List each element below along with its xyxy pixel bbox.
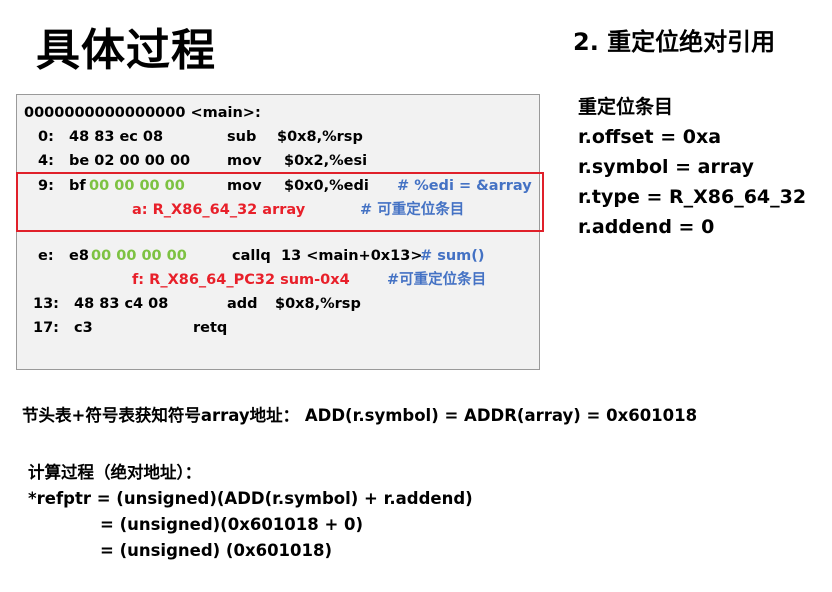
disassembly-box: 0000000000000000 <main>: 0: 48 83 ec 08 … [16,94,540,370]
page-title: 具体过程 [36,25,216,76]
calc-line: = (unsigned) (0x601018) [100,541,333,560]
symbol-address-line: 节头表+符号表获知符号array地址： ADD(r.symbol) = ADDR… [22,406,698,425]
code-op: sub [227,129,257,145]
code-op: mov [227,153,262,169]
reloc-highlight-box [16,172,544,232]
code-args: $0x8,%rsp [277,129,363,145]
code-args: $0x8,%rsp [275,296,361,312]
calc-heading: 计算过程（绝对地址）： [28,463,202,482]
code-addr: 9: [38,178,54,194]
reloc-entry-panel: 重定位条目 r.offset = 0xa r.symbol = array r.… [578,92,806,242]
code-addr: e: [38,248,54,264]
calc-line: *refptr = (unsigned)(ADD(r.symbol) + r.a… [28,489,473,508]
reloc-entry-text: a: R_X86_64_32 array [132,202,306,218]
code-args: $0x2,%esi [284,153,368,169]
code-bytes-prefix: bf [69,178,86,194]
code-bytes: c3 [74,320,93,336]
code-args: $0x0,%edi [284,178,369,194]
code-op: add [227,296,258,312]
code-zero-bytes: 00 00 00 00 [91,248,187,264]
code-bytes-prefix: e8 [69,248,89,264]
calculation-block: 计算过程（绝对地址）： *refptr = (unsigned)(ADD(r.s… [28,460,473,564]
reloc-entry-heading: 重定位条目 [578,96,674,118]
code-addr: 0: [38,129,54,145]
code-bytes: 48 83 c4 08 [74,296,169,312]
reloc-comment: # 可重定位条目 [360,202,465,218]
code-comment: # %edi = &array [397,178,532,194]
code-addr: 17: [33,320,59,336]
reloc-comment: #可重定位条目 [387,272,487,288]
reloc-entry-text: f: R_X86_64_PC32 sum-0x4 [132,272,350,288]
section-subtitle: 2. 重定位绝对引用 [573,28,776,56]
reloc-symbol: r.symbol = array [578,156,754,178]
reloc-addend: r.addend = 0 [578,216,715,238]
reloc-type: r.type = R_X86_64_32 [578,186,807,208]
code-addr: 4: [38,153,54,169]
code-header: 0000000000000000 <main>: [24,105,261,121]
code-op: callq [232,248,271,264]
code-zero-bytes: 00 00 00 00 [89,178,185,194]
code-args: 13 <main+0x13> [281,248,423,264]
reloc-offset: r.offset = 0xa [578,126,722,148]
code-addr: 13: [33,296,59,312]
code-bytes: be 02 00 00 00 [69,153,191,169]
code-bytes: 48 83 ec 08 [69,129,164,145]
code-op: mov [227,178,262,194]
code-op: retq [193,320,228,336]
code-comment: # sum() [420,248,485,264]
calc-line: = (unsigned)(0x601018 + 0) [100,515,364,534]
